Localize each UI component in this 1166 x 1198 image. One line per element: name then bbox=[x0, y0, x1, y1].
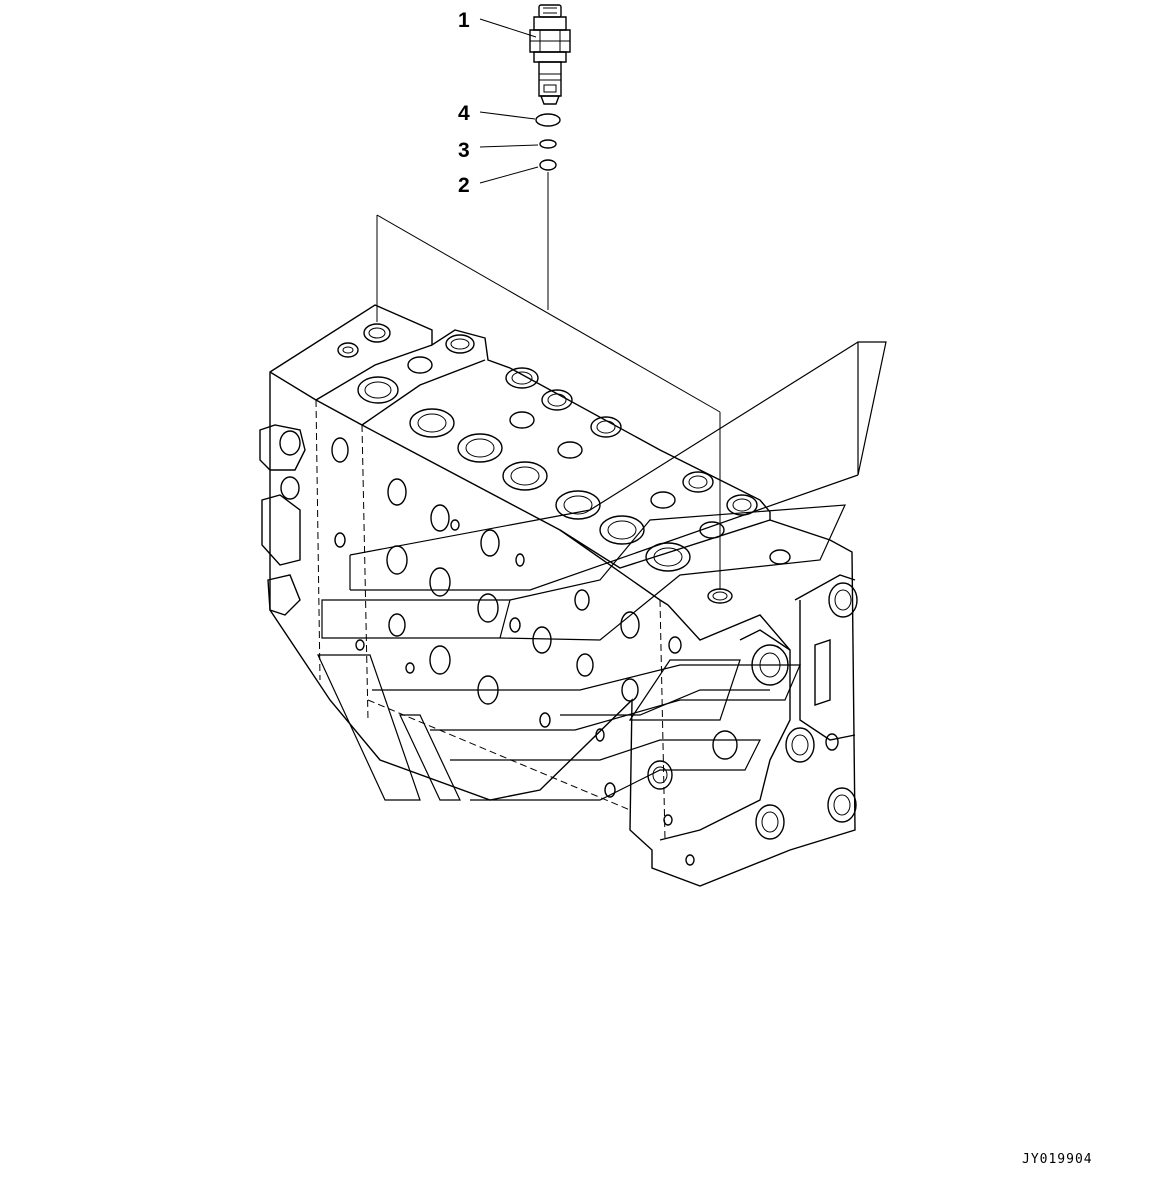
callout-2: 2 bbox=[458, 166, 539, 197]
o-ring-2 bbox=[539, 159, 557, 171]
o-ring-3 bbox=[539, 139, 557, 149]
end-cover-bosses bbox=[647, 582, 858, 866]
o-ring-4 bbox=[535, 113, 561, 127]
control-valve-body bbox=[259, 304, 858, 887]
callout-3-leader bbox=[479, 144, 539, 148]
callout-4: 4 bbox=[458, 102, 536, 125]
callout-1-leader bbox=[479, 18, 537, 38]
callout-2-leader bbox=[479, 166, 539, 184]
assembly-path bbox=[376, 172, 721, 590]
callout-2-number: 2 bbox=[458, 174, 470, 197]
background-watermark bbox=[317, 341, 887, 801]
callout-1-number: 1 bbox=[458, 9, 470, 32]
callout-4-leader bbox=[479, 111, 536, 120]
callout-4-number: 4 bbox=[458, 102, 470, 125]
relief-valve-cartridge bbox=[529, 4, 571, 105]
callout-3: 3 bbox=[458, 139, 539, 162]
document-id: JY019904 bbox=[1022, 1152, 1093, 1167]
top-ports bbox=[337, 323, 791, 604]
callout-3-number: 3 bbox=[458, 139, 470, 162]
callout-1: 1 bbox=[458, 9, 537, 38]
side-face-holes bbox=[279, 430, 640, 798]
